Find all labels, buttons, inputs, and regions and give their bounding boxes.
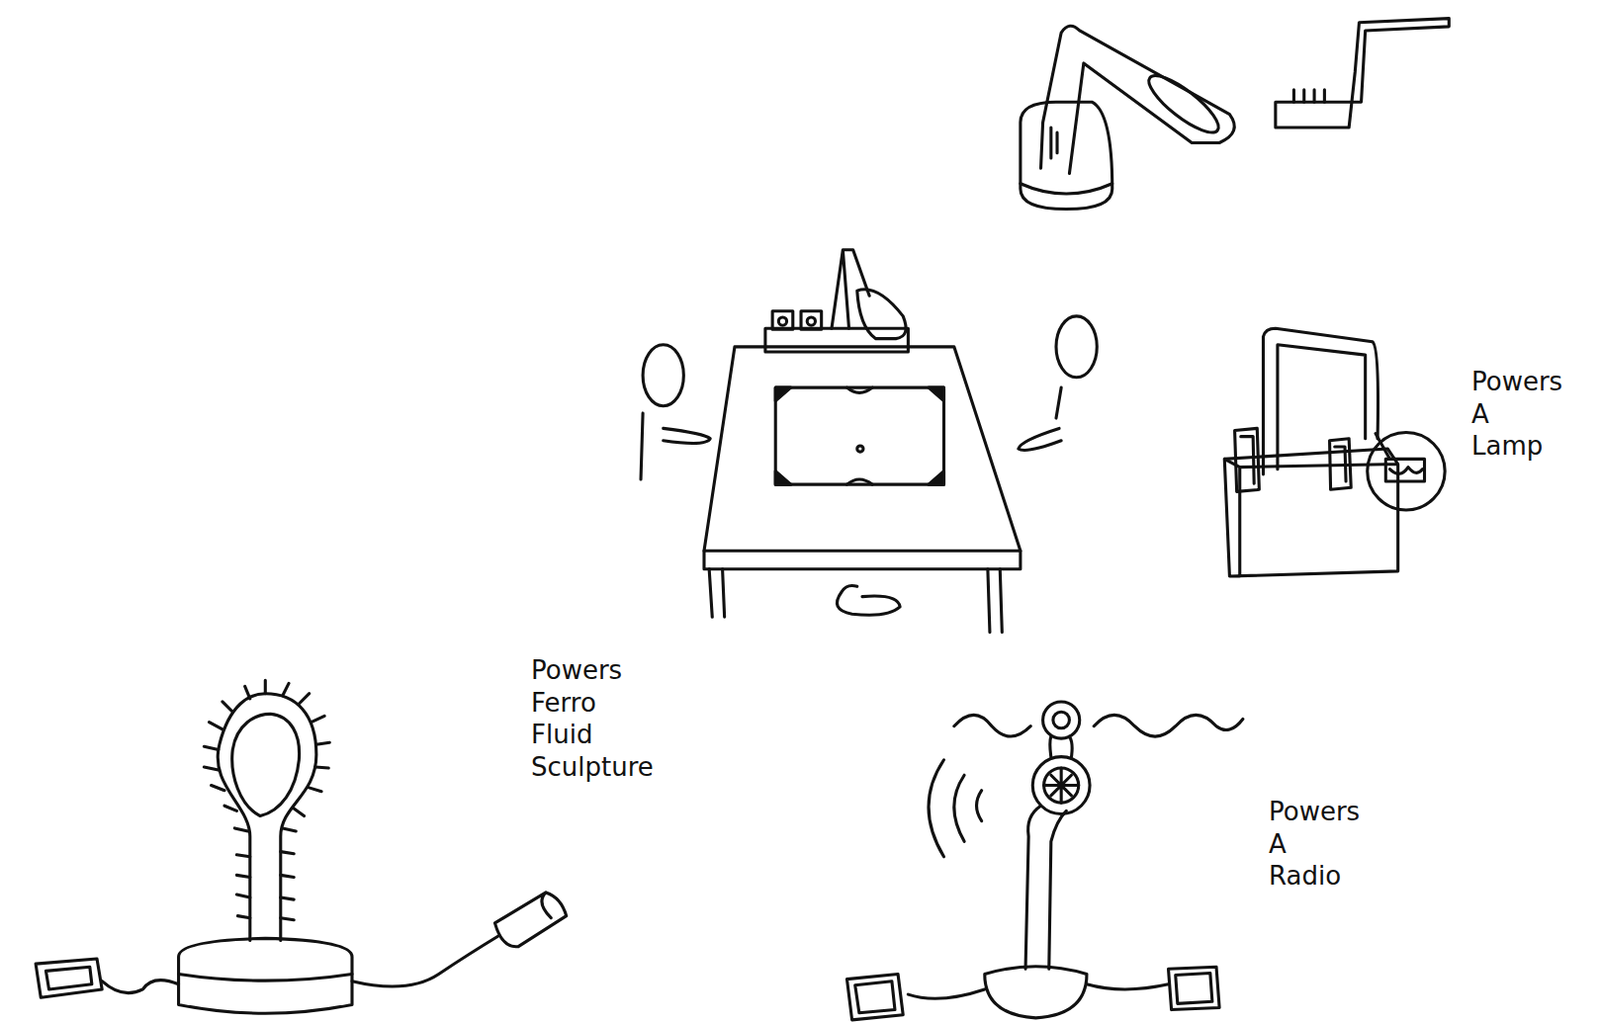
radio-sculpture: [846, 702, 1243, 1021]
handwritten-note: Powers Ferro Fluid Sculpture: [531, 654, 654, 784]
desk-lamp: [1020, 25, 1235, 209]
game-table: [640, 250, 1097, 633]
lamp-device: [1224, 328, 1445, 577]
handwritten-note: Powers A Radio: [1268, 796, 1360, 893]
lamp-part: [1275, 18, 1449, 128]
handwritten-note: Powers A Lamp: [1471, 365, 1563, 463]
ferrofluid-sculpture: [35, 680, 567, 1014]
